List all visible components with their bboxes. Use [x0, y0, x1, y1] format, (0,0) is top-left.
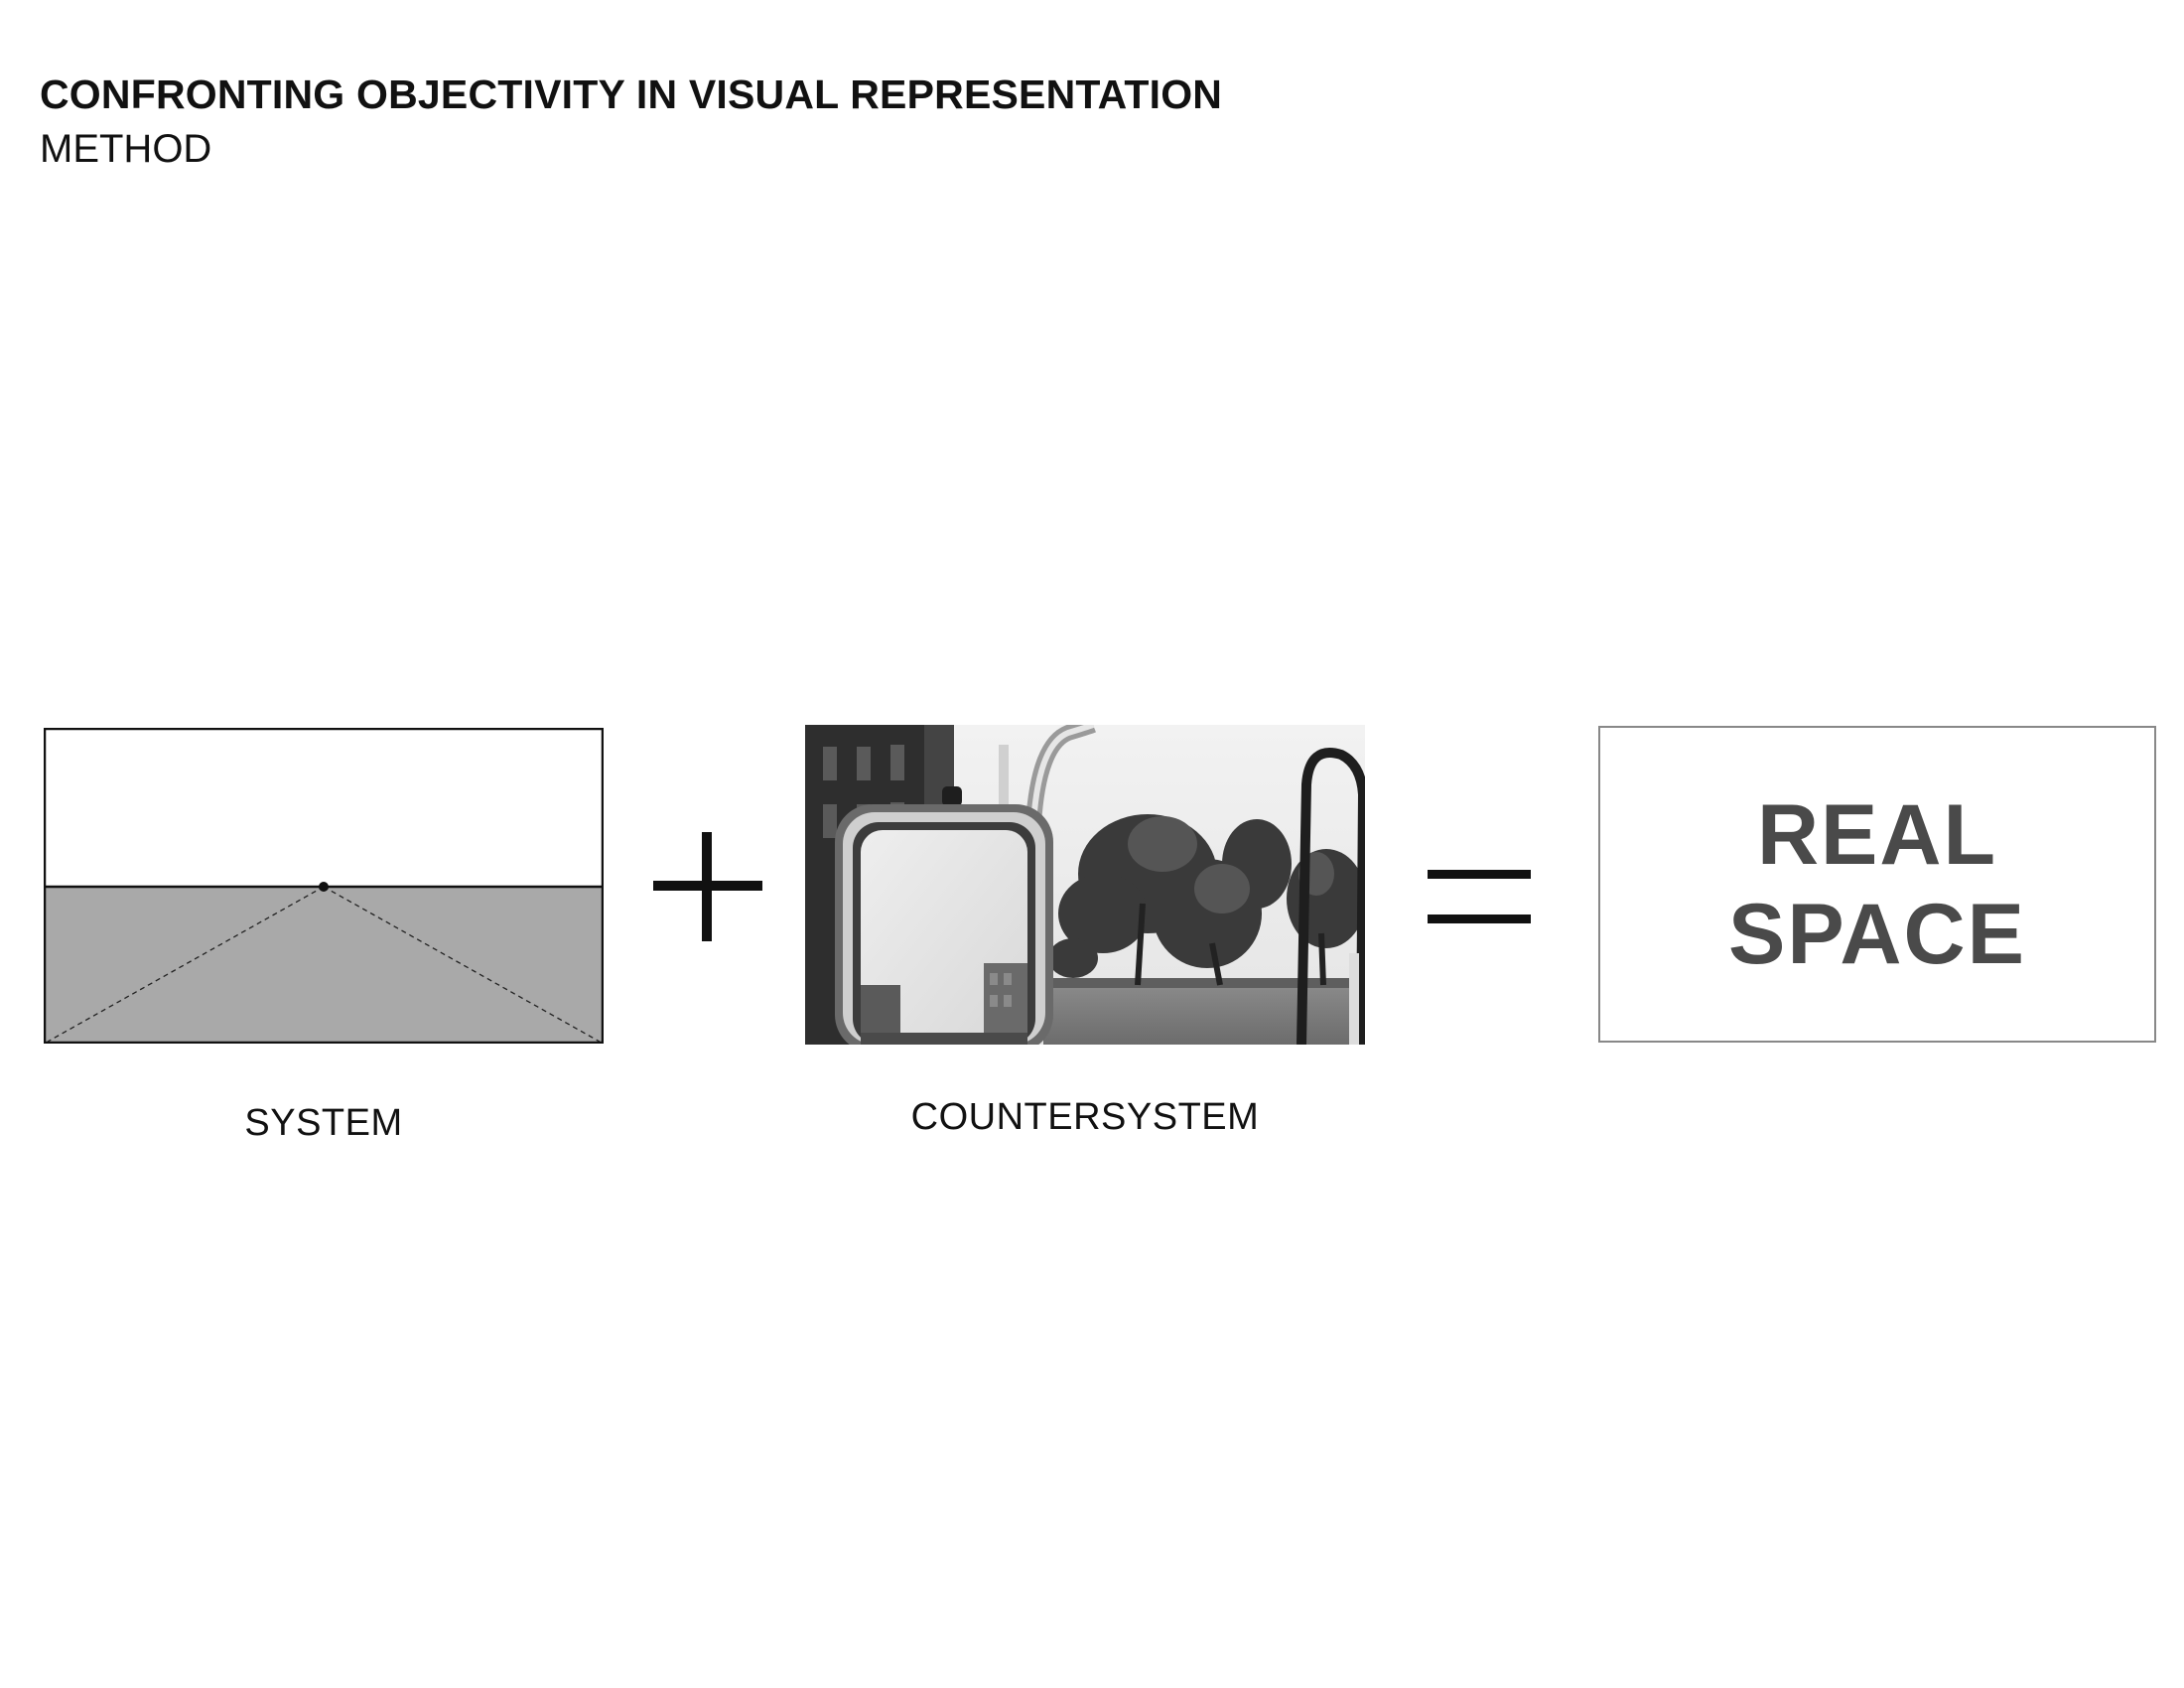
ground-area: [45, 887, 603, 1043]
page-title: CONFRONTING OBJECTIVITY IN VISUAL REPRES…: [40, 71, 1223, 117]
page-subtitle: METHOD: [40, 127, 212, 171]
system-frame: [44, 728, 604, 1044]
perspective-line-right: [323, 886, 601, 1043]
countersystem-photo: [805, 725, 1365, 1045]
system-perspective-diagram: [44, 728, 604, 1044]
plus-icon: [653, 832, 762, 941]
real-space-box: REAL SPACE: [1598, 726, 2156, 1043]
equals-icon: [1428, 870, 1531, 923]
perspective-line-left: [47, 886, 325, 1043]
sky-area: [45, 729, 603, 887]
result-line-1: REAL: [1756, 786, 1998, 883]
result-line-2: SPACE: [1728, 886, 2026, 982]
countersystem-caption: COUNTERSYSTEM: [910, 1096, 1260, 1138]
system-caption: SYSTEM: [244, 1102, 403, 1144]
vanishing-point: [319, 882, 329, 892]
